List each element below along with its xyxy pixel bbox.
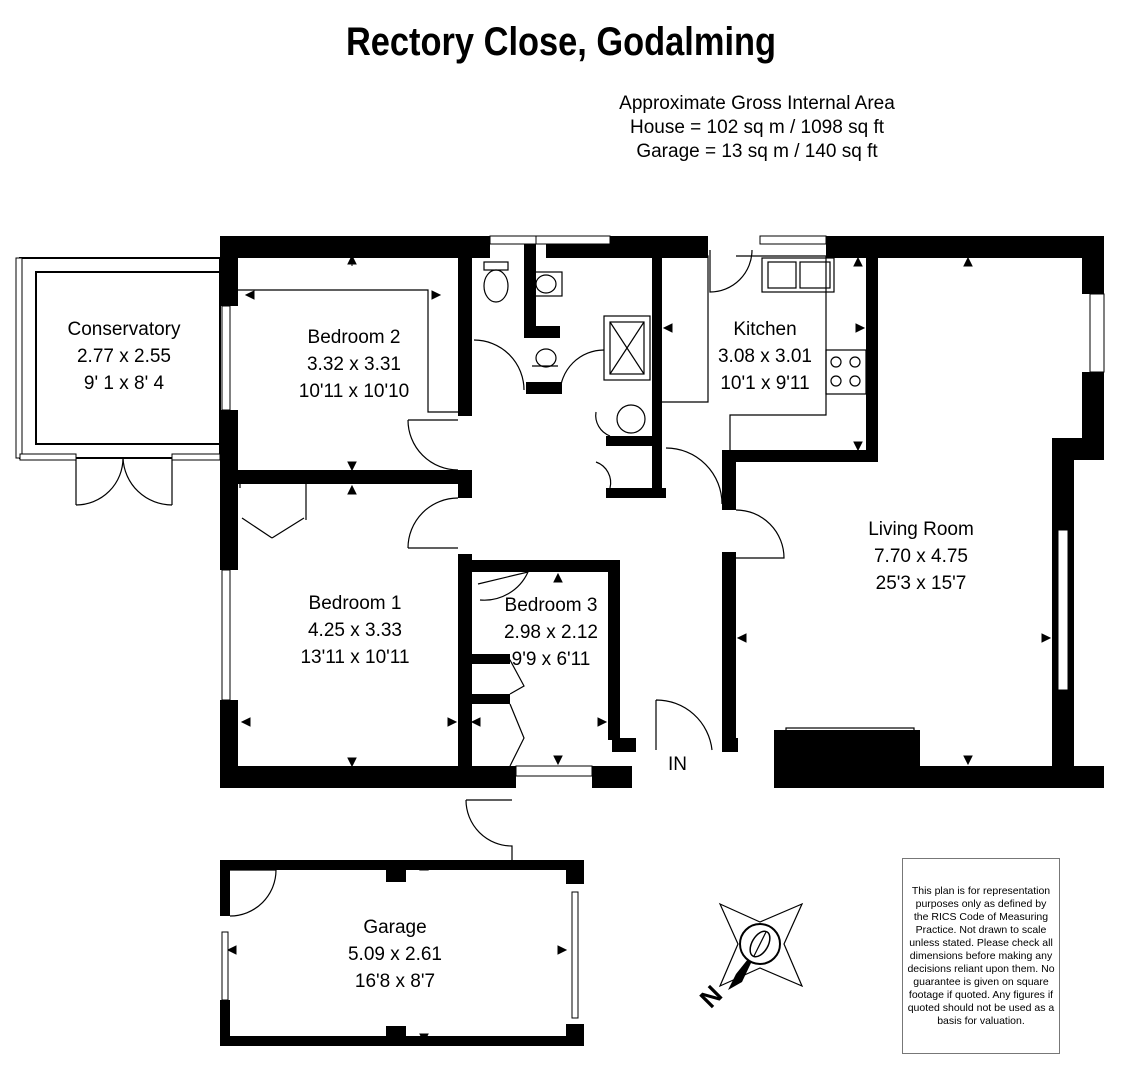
room-name: Kitchen — [733, 319, 797, 340]
room-metric: 4.25 x 3.33 — [307, 620, 403, 641]
room-imperial: 10'1 x 9'11 — [720, 373, 810, 394]
fittings — [238, 255, 915, 767]
room-name: Bedroom 3 — [504, 595, 598, 616]
room-imperial: 13'11 x 10'11 — [300, 647, 410, 668]
area-house: House = 102 sq m / 1098 sq ft — [629, 117, 884, 138]
room-name: Living Room — [868, 519, 974, 540]
room-imperial: 9' 1 x 8' 4 — [83, 373, 165, 394]
windows — [15, 235, 1105, 777]
page-title: Rectory Close, Godalming — [345, 20, 777, 64]
room-name: Bedroom 2 — [307, 327, 401, 348]
conservatory-doors — [75, 457, 173, 506]
room-conservatory: Conservatory 2.77 x 2.55 9' 1 x 8' 4 — [62, 316, 186, 397]
room-bedroom-2: Bedroom 2 3.32 x 3.31 10'11 x 10'10 — [282, 324, 426, 405]
room-metric: 5.09 x 2.61 — [347, 944, 443, 965]
entrance-label: IN — [668, 754, 687, 775]
room-imperial: 10'11 x 10'10 — [298, 381, 410, 402]
room-name: Garage — [363, 917, 427, 938]
garage-door-swing — [229, 869, 277, 917]
disclaimer-text: This plan is for representation purposes… — [907, 885, 1055, 1027]
disclaimer-box: This plan is for representation purposes… — [902, 858, 1060, 1054]
room-kitchen: Kitchen 3.08 x 3.01 10'1 x 9'11 — [706, 316, 824, 397]
area-garage: Garage = 13 sq m / 140 sq ft — [636, 141, 878, 162]
house-walls — [220, 236, 1104, 788]
room-imperial: 25'3 x 15'7 — [875, 573, 967, 594]
area-heading: Approximate Gross Internal Area — [619, 93, 895, 114]
room-metric: 2.77 x 2.55 — [76, 346, 172, 367]
room-bedroom-1: Bedroom 1 4.25 x 3.33 13'11 x 10'11 — [288, 590, 422, 671]
room-imperial: 9'9 x 6'11 — [511, 649, 591, 670]
room-imperial: 16'8 x 8'7 — [354, 971, 436, 992]
room-name: Conservatory — [67, 319, 181, 340]
garage-walls — [220, 860, 584, 1046]
room-bedroom-3: Bedroom 3 2.98 x 2.12 9'9 x 6'11 — [494, 592, 608, 673]
area-summary: Approximate Gross Internal Area House = … — [196, 92, 1122, 164]
compass-leaf-icon — [718, 902, 804, 990]
doors — [407, 249, 785, 860]
room-garage: Garage 5.09 x 2.61 16'8 x 8'7 — [330, 914, 460, 995]
room-living: Living Room 7.70 x 4.75 25'3 x 15'7 — [856, 516, 986, 597]
room-metric: 3.32 x 3.31 — [306, 354, 402, 375]
room-name: Bedroom 1 — [308, 593, 402, 614]
room-metric: 7.70 x 4.75 — [873, 546, 969, 567]
room-metric: 3.08 x 3.01 — [717, 346, 813, 367]
room-metric: 2.98 x 2.12 — [503, 622, 599, 643]
